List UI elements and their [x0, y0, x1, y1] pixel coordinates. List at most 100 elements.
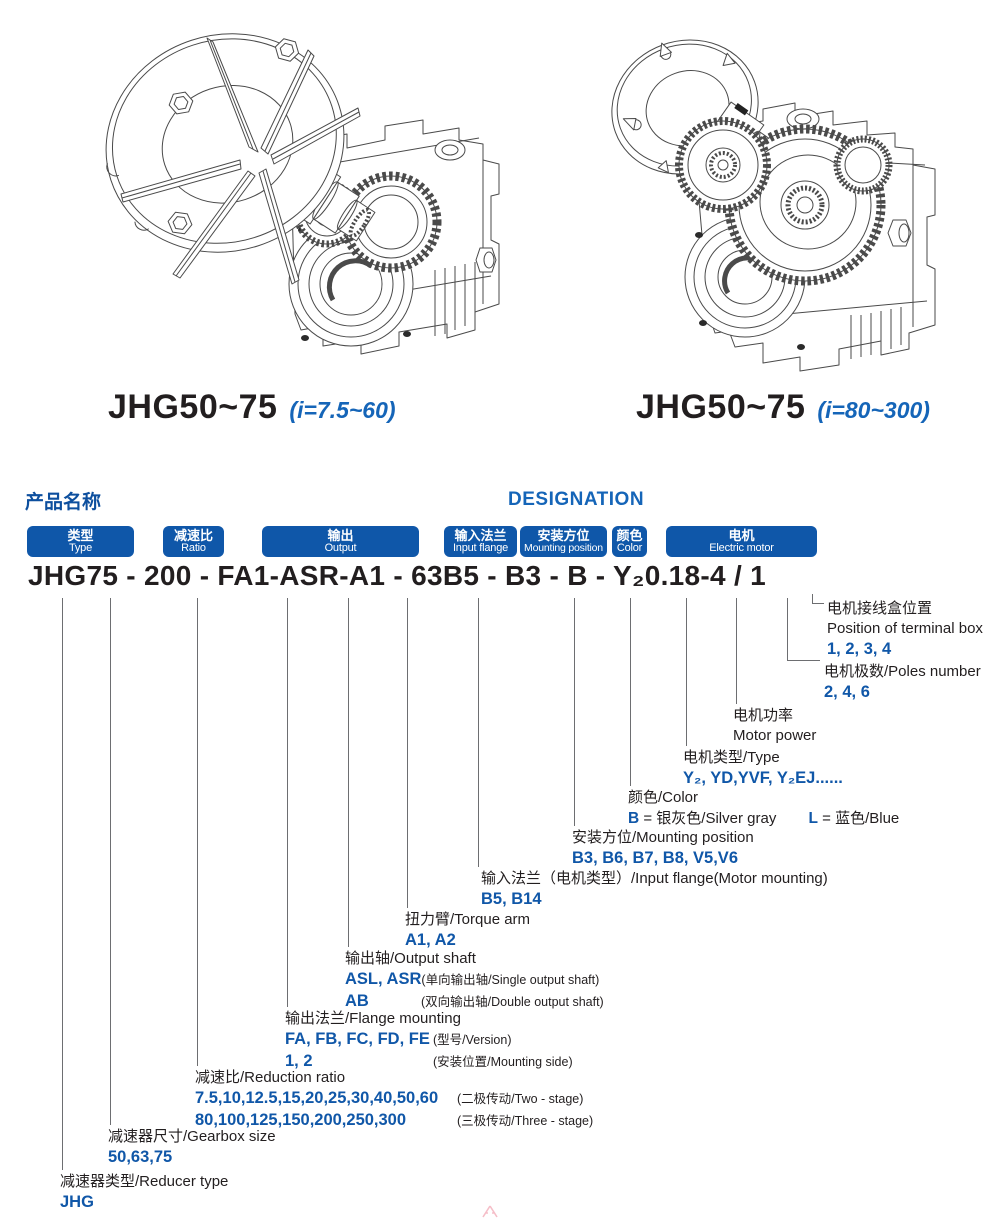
designation-code: JHG75 - 200 - FA1-ASR-A1 - 63B5 - B3 - B… — [28, 560, 767, 591]
code-box-label-cn: 减速比 — [173, 527, 213, 543]
leader-line — [812, 594, 813, 603]
label-cn: 电机接线盒位置 — [827, 600, 933, 617]
leader-line — [787, 598, 788, 660]
leader-line — [736, 598, 737, 704]
label-cn: 电机功率 — [733, 707, 794, 724]
ratio-range: (i=7.5~60) — [289, 397, 396, 423]
leader-line — [812, 603, 824, 604]
label: 减速比/Reduction ratio — [195, 1069, 346, 1086]
values: B5, B14 — [481, 890, 542, 908]
legend-output-shaft: 输出轴/Output shaft ASL, ASR(单向输出轴/Single o… — [345, 949, 604, 1013]
leader-line — [407, 598, 408, 908]
legend-poles: 电机极数/Poles number 2, 4, 6 — [824, 662, 981, 703]
code-box-output: 输出 Output — [262, 526, 419, 557]
codes: AB — [345, 992, 369, 1010]
gearbox-drawing-high-ratio — [595, 15, 955, 375]
note: (安装位置/Mounting side) — [433, 1055, 573, 1069]
code-box-electric-motor: 电机 Electric motor — [666, 526, 817, 557]
leader-line — [574, 598, 575, 826]
note: (型号/Version) — [433, 1033, 512, 1047]
codes: 7.5,10,12.5,15,20,25,30,40,50,60 — [195, 1089, 439, 1107]
code-box-label-cn: 安装方位 — [537, 528, 590, 544]
color-desc-b: = 银灰色/Silver gray — [643, 810, 777, 827]
label: 安装方位/Mounting position — [572, 829, 754, 846]
code-box-input-flange: 输入法兰 Input flange — [444, 526, 517, 557]
model-name: JHG50~75 — [108, 388, 278, 426]
label: 扭力臂/Torque arm — [405, 911, 531, 928]
legend-color: 颜色/Color B = 银灰色/Silver gray L = 蓝色/Blue — [628, 788, 899, 829]
legend-terminal-box: 电机接线盒位置 Position of terminal box 1, 2, 3… — [827, 599, 983, 660]
partial-logo-mark — [482, 1205, 498, 1218]
legend-motor-type: 电机类型/Type Y₂, YD,YVF, Y₂EJ...... — [683, 748, 843, 789]
legend-mounting-position: 安装方位/Mounting position B3, B6, B7, B8, V… — [572, 828, 754, 869]
label: 输出轴/Output shaft — [345, 950, 476, 967]
codes: 1, 2 — [285, 1052, 313, 1070]
code-box-label-en: Output — [324, 541, 357, 554]
label: 减速器类型/Reducer type — [60, 1173, 229, 1190]
code-box-label-en: Type — [68, 541, 93, 554]
leader-line — [287, 598, 288, 1007]
color-code-b: B — [628, 810, 640, 827]
code-box-label-en: Mounting position — [524, 541, 603, 554]
leader-line — [348, 598, 349, 947]
code-box-type: 类型 Type — [27, 526, 134, 557]
legend-reduction-ratio: 减速比/Reduction ratio 7.5,10,12.5,15,20,25… — [195, 1068, 593, 1132]
note: (三极传动/Three - stage) — [457, 1114, 594, 1128]
code-box-label-cn: 电机 — [728, 527, 755, 543]
ratio-range: (i=80~300) — [817, 397, 930, 423]
gearbox-drawing-low-ratio — [55, 8, 505, 373]
leader-line — [197, 598, 198, 1066]
code-box-color: 颜色 Color — [612, 526, 647, 557]
code-box-label-en: Electric motor — [709, 541, 774, 554]
legend-flange-mounting: 输出法兰/Flange mounting FA, FB, FC, FD, FE(… — [285, 1009, 573, 1073]
values: A1, A2 — [405, 931, 456, 949]
legend-reducer-type: 减速器类型/Reducer type JHG — [60, 1172, 228, 1213]
values: JHG — [60, 1193, 94, 1211]
leader-line — [110, 598, 111, 1125]
values: Y₂, YD,YVF, Y₂EJ...... — [683, 769, 843, 787]
code-box-label-cn: 输入法兰 — [454, 527, 507, 543]
note: (二极传动/Two - stage) — [457, 1092, 584, 1106]
designation-heading: DESIGNATION — [508, 489, 645, 510]
values: 2, 4, 6 — [824, 683, 870, 701]
code-box-label-cn: 类型 — [67, 527, 94, 543]
code-box-label-cn: 颜色 — [616, 527, 643, 543]
legend-motor-power: 电机功率 Motor power — [733, 706, 816, 746]
code-box-mounting-position: 安装方位 Mounting position — [520, 526, 607, 557]
leader-line — [62, 598, 63, 1170]
note: (双向输出轴/Double output shaft) — [421, 995, 604, 1009]
values: 1, 2, 3, 4 — [827, 640, 892, 658]
leader-line — [686, 598, 687, 746]
model-name: JHG50~75 — [636, 388, 806, 426]
legend-gearbox-size: 减速器尺寸/Gearbox size 50,63,75 — [108, 1127, 276, 1168]
values: 50,63,75 — [108, 1148, 173, 1166]
code-box-label-cn: 输出 — [327, 527, 354, 543]
leader-line — [787, 660, 820, 661]
leader-line — [630, 598, 631, 786]
code-box-ratio: 减速比 Ratio — [163, 526, 224, 557]
leader-line — [478, 598, 479, 867]
code-box-label-en: Ratio — [181, 541, 206, 554]
codes: ASL, ASR — [345, 970, 422, 988]
color-desc-l: = 蓝色/Blue — [822, 810, 900, 827]
label: 输出法兰/Flange mounting — [285, 1010, 461, 1027]
legend-input-flange: 输入法兰（电机类型）/Input flange(Motor mounting) … — [481, 869, 828, 910]
codes: FA, FB, FC, FD, FE — [285, 1030, 430, 1048]
label-en: Position of terminal box — [827, 620, 983, 637]
label: 颜色/Color — [628, 789, 699, 806]
label: 减速器尺寸/Gearbox size — [108, 1128, 276, 1145]
values: B3, B6, B7, B8, V5,V6 — [572, 849, 738, 867]
label: 电机极数/Poles number — [824, 663, 981, 680]
codes: 80,100,125,150,200,250,300 — [195, 1111, 407, 1129]
code-box-label-en: Input flange — [452, 541, 509, 554]
note: (单向输出轴/Single output shaft) — [421, 973, 600, 987]
figure-title-right: JHG50~75 (i=80~300) — [636, 388, 930, 427]
label: 输入法兰（电机类型）/Input flange(Motor mounting) — [481, 870, 828, 887]
label: 电机类型/Type — [683, 749, 780, 766]
figure-title-left: JHG50~75 (i=7.5~60) — [108, 388, 396, 427]
label-en: Motor power — [733, 727, 817, 744]
color-code-l: L — [808, 810, 818, 827]
legend-torque-arm: 扭力臂/Torque arm A1, A2 — [405, 910, 530, 951]
product-name-heading: 产品名称 — [25, 492, 102, 513]
